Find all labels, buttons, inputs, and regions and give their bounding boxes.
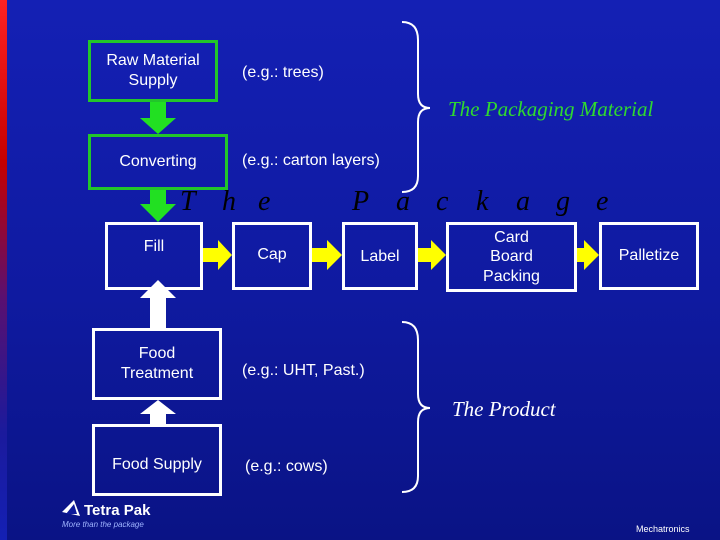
- arrow-converting-to-fill: [140, 190, 176, 222]
- box-food-treatment: Food Treatment: [92, 328, 222, 400]
- box-label-text: Label: [360, 248, 400, 265]
- box-food-supply-text: Food Supply: [112, 456, 202, 473]
- box-food-treatment-text: Food Treatment: [120, 345, 194, 382]
- box-raw-material-supply: Raw Material Supply: [88, 40, 218, 102]
- title-letter-3: e: [258, 186, 271, 217]
- title-letter-7: k: [476, 186, 489, 217]
- group-label-product: The Product: [452, 397, 556, 421]
- box-card-board-packing: Card Board Packing: [446, 222, 577, 292]
- box-raw-material-text: Raw Material Supply: [106, 52, 200, 89]
- brace-product: [401, 321, 431, 493]
- footer-mechatronics: Mechatronics: [636, 524, 690, 534]
- note-cows: (e.g.: cows): [245, 458, 328, 475]
- group-label-packaging-material: The Packaging Material: [448, 97, 654, 121]
- box-label: Label: [342, 222, 418, 290]
- title-letter-6: c: [436, 186, 449, 217]
- red-accent-bar: [0, 0, 7, 540]
- logo-tagline: More than the package: [62, 520, 144, 529]
- arrow-label-to-cardboard: [418, 240, 446, 270]
- title-letter-10: e: [596, 186, 609, 217]
- logo-name: Tetra Pak: [84, 502, 151, 519]
- note-trees: (e.g.: trees): [242, 64, 324, 81]
- box-cap: Cap: [232, 222, 312, 290]
- box-fill-text: Fill: [143, 238, 165, 255]
- box-converting-text: Converting: [119, 153, 197, 170]
- title-letter-2: h: [222, 186, 236, 217]
- note-uht: (e.g.: UHT, Past.): [242, 362, 365, 379]
- arrow-supply-to-treatment: [140, 400, 176, 424]
- box-fill: Fill: [105, 222, 203, 290]
- box-card-board-text: Card Board Packing: [483, 229, 540, 285]
- arrow-cap-to-label: [312, 240, 342, 270]
- box-cap-text: Cap: [257, 246, 287, 263]
- brace-packaging-material: [401, 21, 431, 193]
- tetra-pak-logo: Tetra Pak More than the package: [58, 500, 178, 532]
- arrow-raw-to-converting: [140, 102, 176, 134]
- title-letter-8: a: [516, 186, 530, 217]
- arrow-fill-to-cap: [203, 240, 232, 270]
- arrow-cardboard-to-palletize: [577, 240, 599, 270]
- title-letter-5: a: [396, 186, 410, 217]
- box-converting: Converting: [88, 134, 228, 190]
- box-palletize-text: Palletize: [618, 247, 680, 264]
- note-carton-layers: (e.g.: carton layers): [242, 152, 380, 169]
- the-package-title: T h e P a c k a g e: [172, 186, 612, 220]
- box-palletize: Palletize: [599, 222, 699, 290]
- box-food-supply: Food Supply: [92, 424, 222, 496]
- title-letter-9: g: [556, 186, 570, 217]
- tetra-pak-logo-mark: [62, 500, 80, 516]
- title-letter-1: T: [180, 186, 196, 217]
- title-letter-4: P: [352, 186, 370, 217]
